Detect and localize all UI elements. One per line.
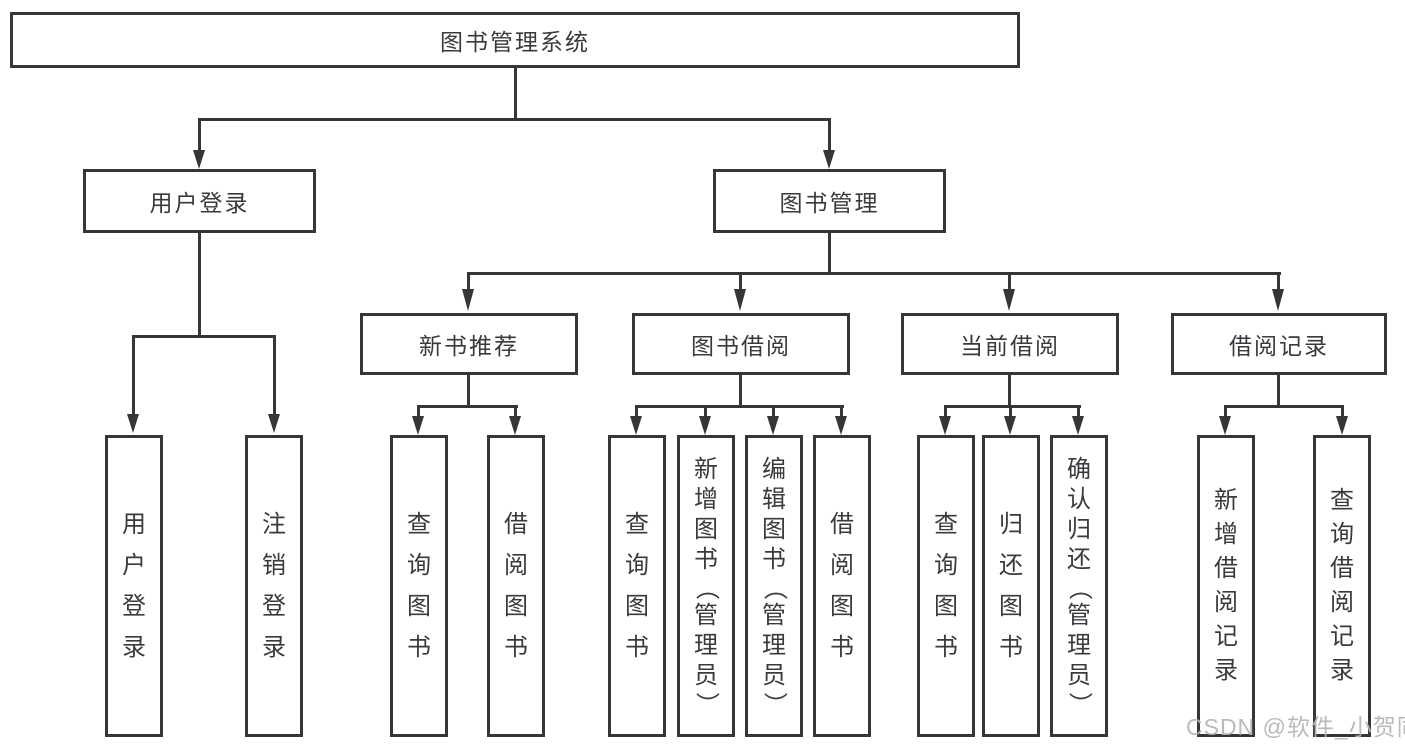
tree-line xyxy=(198,118,201,152)
node-book-borrowing: 图书借阅 xyxy=(632,313,850,375)
arrow-down-icon xyxy=(767,416,779,435)
leaf-label: 查询图书 xyxy=(407,510,431,661)
leaf-label: 确认归还（管理员） xyxy=(1066,456,1093,717)
arrow-down-icon xyxy=(1003,289,1015,311)
node-new-book-recommendation: 新书推荐 xyxy=(360,313,578,375)
leaf-label: 归还图书 xyxy=(999,510,1023,661)
tree-line xyxy=(467,375,470,407)
tree-line xyxy=(944,405,947,418)
leaf-label: 查询图书 xyxy=(934,510,958,661)
node-label: 新书推荐 xyxy=(419,333,519,359)
leaf-borrow-books-recommend: 借阅图书 xyxy=(487,435,545,737)
node-borrowing-records: 借阅记录 xyxy=(1171,313,1387,375)
tree-line xyxy=(944,405,1081,408)
tree-line xyxy=(273,335,276,415)
leaf-add-book-admin: 新增图书（管理员） xyxy=(677,435,735,737)
arrow-down-icon xyxy=(630,416,642,435)
tree-line xyxy=(772,405,775,418)
arrow-down-icon xyxy=(462,289,474,311)
leaf-label: 查询借阅记录 xyxy=(1330,487,1354,684)
tree-line xyxy=(1341,405,1344,418)
tree-line xyxy=(704,405,707,418)
tree-line xyxy=(635,405,638,418)
node-label: 用户登录 xyxy=(149,190,250,216)
node-label: 借阅记录 xyxy=(1229,333,1329,359)
node-label: 图书管理 xyxy=(779,190,880,216)
tree-line xyxy=(467,272,470,290)
node-label: 当前借阅 xyxy=(960,333,1060,359)
leaf-add-borrow-record: 新增借阅记录 xyxy=(1197,435,1255,737)
node-current-borrowing: 当前借阅 xyxy=(901,313,1119,375)
tree-line xyxy=(635,405,844,408)
arrow-down-icon xyxy=(412,416,424,435)
node-label: 图书管理系统 xyxy=(440,29,590,55)
leaf-return-book: 归还图书 xyxy=(982,435,1040,737)
leaf-query-books-recommend: 查询图书 xyxy=(390,435,448,737)
leaf-label: 借阅图书 xyxy=(830,510,854,661)
leaf-label: 用户登录 xyxy=(122,510,146,661)
leaf-borrow-books: 借阅图书 xyxy=(813,435,871,737)
tree-line xyxy=(514,405,517,418)
tree-line xyxy=(467,272,1281,275)
leaf-label: 新增图书（管理员） xyxy=(693,456,720,717)
tree-line xyxy=(739,375,742,407)
tree-line xyxy=(828,233,831,274)
node-book-management-branch: 图书管理 xyxy=(713,169,946,233)
leaf-label: 新增借阅记录 xyxy=(1214,487,1238,684)
arrow-down-icon xyxy=(1004,416,1016,435)
tree-line xyxy=(828,118,831,152)
arrow-down-icon xyxy=(127,414,139,433)
tree-line xyxy=(1224,405,1344,408)
tree-line xyxy=(198,233,201,337)
arrow-down-icon xyxy=(1336,416,1348,435)
leaf-label: 借阅图书 xyxy=(504,510,528,661)
tree-line xyxy=(840,405,843,418)
tree-line xyxy=(132,335,135,415)
leaf-label: 注销登录 xyxy=(262,510,286,661)
arrow-down-icon xyxy=(509,416,521,435)
tree-line xyxy=(417,405,518,408)
tree-line xyxy=(417,405,420,418)
arrow-down-icon xyxy=(699,416,711,435)
arrow-down-icon xyxy=(1072,416,1084,435)
tree-line xyxy=(1008,375,1011,407)
leaf-label: 查询图书 xyxy=(625,510,649,661)
tree-line xyxy=(1277,375,1280,407)
node-label: 图书借阅 xyxy=(691,333,791,359)
csdn-watermark: CSDN @软件_小贺同学 xyxy=(1186,714,1405,740)
tree-line xyxy=(739,272,742,290)
arrow-down-icon xyxy=(1219,416,1231,435)
tree-line xyxy=(198,118,831,121)
tree-line xyxy=(514,68,517,120)
leaf-edit-book-admin: 编辑图书（管理员） xyxy=(745,435,803,737)
tree-line xyxy=(1077,405,1080,418)
tree-line xyxy=(1224,405,1227,418)
node-library-management-system: 图书管理系统 xyxy=(10,12,1020,68)
tree-line xyxy=(132,335,276,338)
arrow-down-icon xyxy=(939,416,951,435)
node-user-login-branch: 用户登录 xyxy=(83,169,316,233)
arrow-down-icon xyxy=(734,289,746,311)
arrow-down-icon xyxy=(835,416,847,435)
tree-line xyxy=(1009,405,1012,418)
leaf-query-borrow-record: 查询借阅记录 xyxy=(1313,435,1371,737)
leaf-query-books-current: 查询图书 xyxy=(917,435,975,737)
arrow-down-icon xyxy=(1272,289,1284,311)
leaf-label: 编辑图书（管理员） xyxy=(761,456,788,717)
arrow-down-icon xyxy=(823,150,835,169)
arrow-down-icon xyxy=(193,150,205,169)
arrow-down-icon xyxy=(268,414,280,433)
leaf-logout: 注销登录 xyxy=(245,435,303,737)
tree-line xyxy=(1008,272,1011,290)
leaf-user-login: 用户登录 xyxy=(105,435,163,737)
leaf-confirm-return-admin: 确认归还（管理员） xyxy=(1050,435,1108,737)
tree-line xyxy=(1277,272,1280,290)
leaf-query-books-borrowing: 查询图书 xyxy=(608,435,666,737)
